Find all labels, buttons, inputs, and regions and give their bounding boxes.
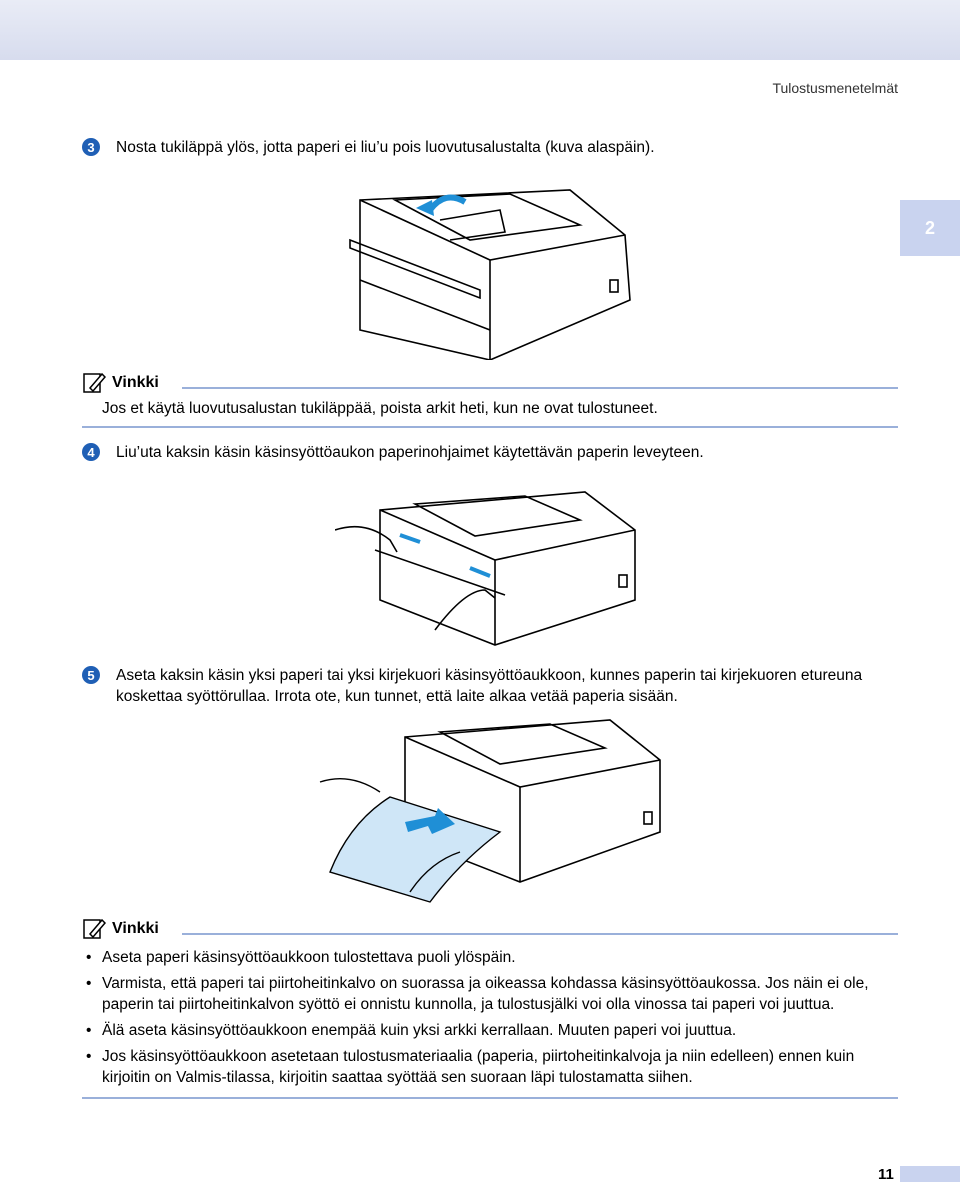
note-title: Vinkki <box>112 374 159 391</box>
step-5: 5 Aseta kaksin käsin yksi paperi tai yks… <box>82 665 882 707</box>
note-item: Aseta paperi käsinsyöttöaukkoon tulostet… <box>82 947 902 968</box>
page-number: 11 <box>878 1166 894 1183</box>
note-divider <box>182 387 898 389</box>
step-text: Nosta tukiläppä ylös, jotta paperi ei li… <box>116 139 655 156</box>
note-1-header: Vinkki <box>82 370 898 396</box>
section-header: Tulostusmenetelmät <box>772 80 898 96</box>
note-divider <box>182 933 898 935</box>
insert-paper-illustration <box>319 719 661 903</box>
note-item: Älä aseta käsinsyöttöaukkoon enempää kui… <box>82 1020 902 1041</box>
step-number: 3 <box>82 138 100 156</box>
page-number-tab <box>900 1166 960 1182</box>
note-title: Vinkki <box>112 920 159 937</box>
note-2-bottom-rule <box>82 1097 898 1099</box>
step-text: Aseta kaksin käsin yksi paperi tai yksi … <box>116 667 863 705</box>
pencil-note-icon <box>83 372 106 393</box>
top-band <box>0 0 960 60</box>
note-2-list: Aseta paperi käsinsyöttöaukkoon tulostet… <box>82 947 902 1093</box>
step-number: 4 <box>82 443 100 461</box>
step-text: Liu’uta kaksin käsin käsinsyöttöaukon pa… <box>116 444 704 461</box>
step-number: 5 <box>82 666 100 684</box>
note-1-bottom-rule <box>82 426 898 428</box>
step-4: 4 Liu’uta kaksin käsin käsinsyöttöaukon … <box>82 442 882 463</box>
printer-support-flap-illustration <box>349 189 631 360</box>
note-item: Varmista, että paperi tai piirtoheitinka… <box>82 973 902 1015</box>
note-1-text: Jos et käytä luovutusalustan tukiläppää,… <box>102 400 658 417</box>
note-item: Jos käsinsyöttöaukkoon asetetaan tulostu… <box>82 1046 902 1088</box>
chapter-tab: 2 <box>900 200 960 256</box>
pencil-note-icon <box>83 918 106 939</box>
paper-guides-illustration <box>335 491 636 646</box>
step-3: 3 Nosta tukiläppä ylös, jotta paperi ei … <box>82 137 882 158</box>
note-2-header: Vinkki <box>82 916 898 942</box>
